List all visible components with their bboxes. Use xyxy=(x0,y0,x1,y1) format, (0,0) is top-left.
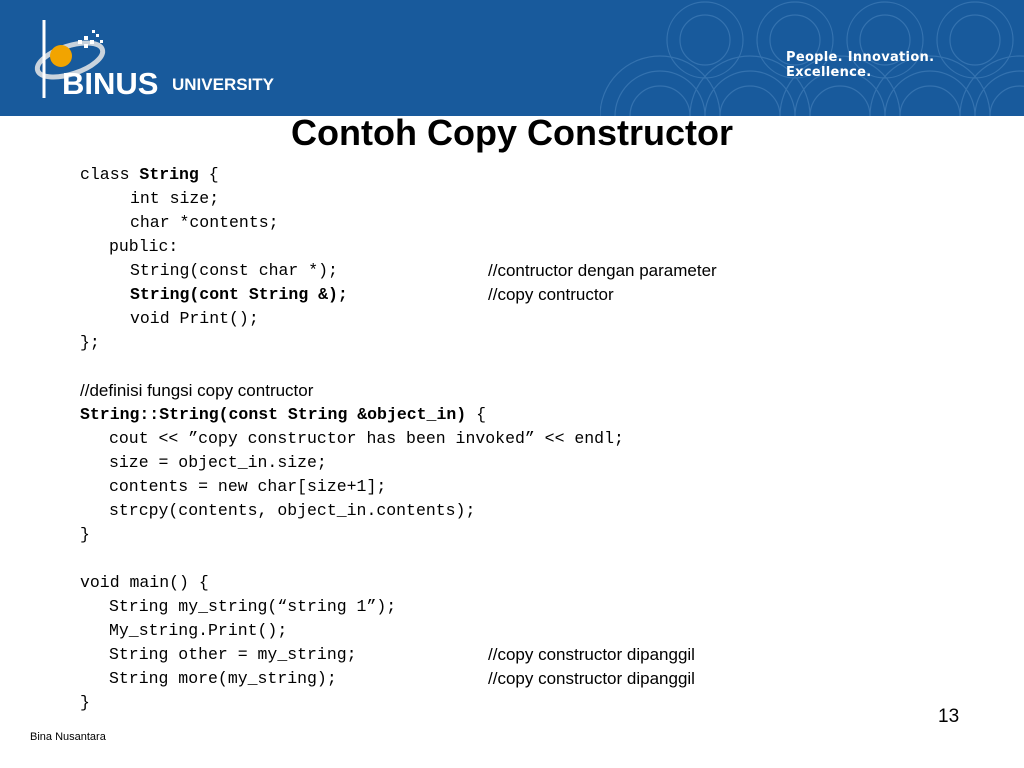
page-number: 13 xyxy=(938,706,960,727)
wave-pattern xyxy=(600,1,1024,116)
binus-logo: BINUS UNIVERSITY xyxy=(34,20,275,101)
code-comment: //copy contructor xyxy=(488,285,614,304)
code-comment: //copy constructor dipanggil xyxy=(488,669,695,688)
class-name: String xyxy=(139,165,199,184)
logo-university-text: UNIVERSITY xyxy=(172,75,275,94)
footer-text: Bina Nusantara xyxy=(30,731,106,743)
tagline: People. Innovation. Excellence. xyxy=(786,50,935,80)
code-comment: //copy constructor dipanggil xyxy=(488,645,695,664)
slide-header: BINUS UNIVERSITY People. Innovation. Exc… xyxy=(0,0,1024,116)
logo-brand-text: BINUS xyxy=(62,66,158,101)
code-comment: //contructor dengan parameter xyxy=(488,261,717,280)
slide-title: Contoh Copy Constructor xyxy=(291,112,733,153)
